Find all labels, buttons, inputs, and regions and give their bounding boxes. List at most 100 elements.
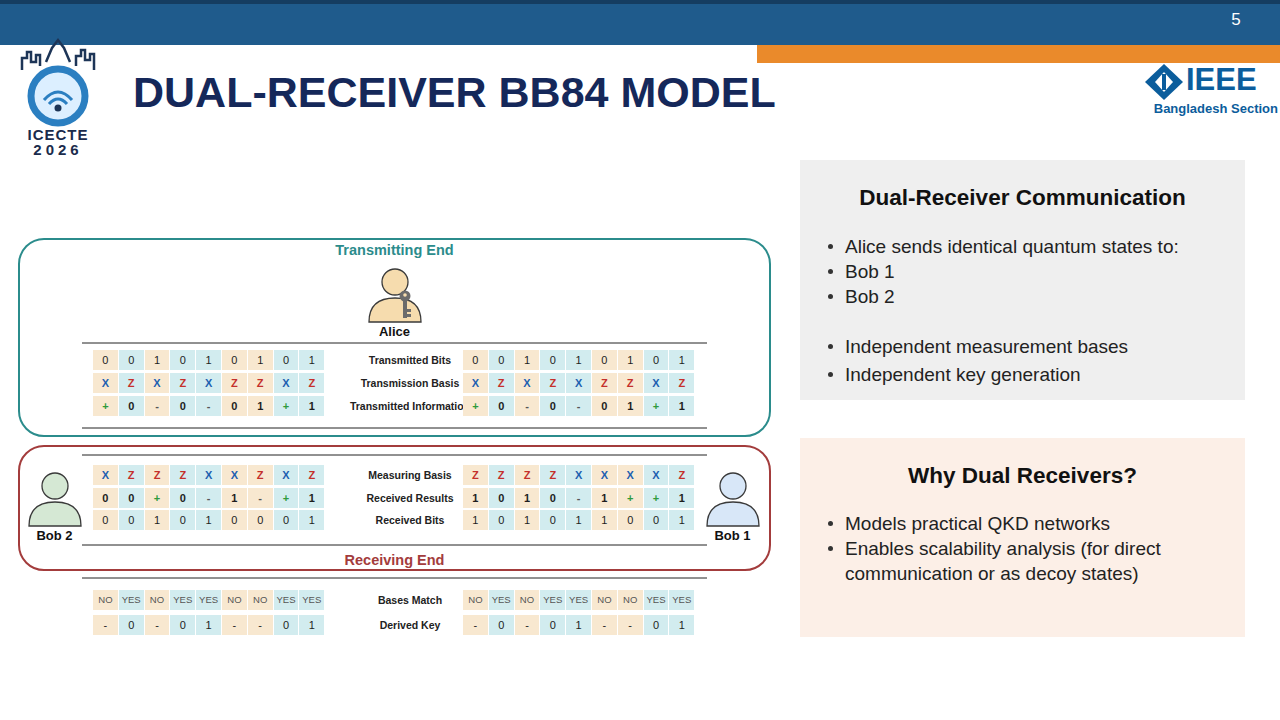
table-cell: Z <box>170 373 195 393</box>
table-cell: Z <box>222 373 247 393</box>
table-cell: 1 <box>463 488 488 508</box>
person-body <box>369 298 421 322</box>
table-cell: - <box>515 615 540 635</box>
bullet-dot <box>828 521 833 526</box>
bullet-dot <box>828 294 833 299</box>
table-cell: YES <box>489 590 514 610</box>
section-frame: Receiving EndBob 2Bob 1 <box>18 445 771 571</box>
table-cell: Z <box>299 465 324 485</box>
table-cell: X <box>463 373 488 393</box>
table-cell: Z <box>669 465 694 485</box>
table-cell: 1 <box>618 350 643 370</box>
logo-subtitle: Bangladesh Section <box>1128 101 1278 117</box>
table-cell: X <box>618 465 643 485</box>
table-cell: 1 <box>515 488 540 508</box>
table-cell: YES <box>644 590 669 610</box>
table-cell: NO <box>515 590 540 610</box>
table-cell: - <box>618 615 643 635</box>
bullet-dot <box>828 344 833 349</box>
person-figure: Alice <box>360 262 430 340</box>
logo-text: ICECTE <box>2 127 114 143</box>
table-cell: 1 <box>299 396 324 416</box>
key-tooth <box>407 309 411 312</box>
table-cell: 0 <box>248 510 273 530</box>
table-cell: 0 <box>170 350 195 370</box>
table-cell: 1 <box>669 350 694 370</box>
table-cell: - <box>463 615 488 635</box>
frame-label: Transmitting End <box>20 241 769 259</box>
table-cell: + <box>145 488 170 508</box>
key-tooth <box>407 314 411 317</box>
key-shaft <box>403 300 407 318</box>
table-cell: 0 <box>222 510 247 530</box>
person-head <box>720 473 746 499</box>
table-cell: Z <box>119 465 144 485</box>
table-cell: - <box>145 615 170 635</box>
table-cell: 0 <box>592 350 617 370</box>
table-cell: 0 <box>93 350 118 370</box>
slide-title: DUAL-RECEIVER BB84 MODEL <box>133 70 776 114</box>
table-cell: X <box>644 373 669 393</box>
table-cell: 1 <box>566 510 591 530</box>
header-edge <box>0 0 1280 4</box>
table-cell: NO <box>248 590 273 610</box>
table-cell: Z <box>299 373 324 393</box>
table-cell: 1 <box>299 510 324 530</box>
table-cell: 1 <box>145 510 170 530</box>
table-cell: 0 <box>463 350 488 370</box>
bullet-dot <box>828 546 833 551</box>
table-cell: 0 <box>540 396 565 416</box>
bullet-text: Models practical QKD networks <box>845 511 1205 536</box>
table-cell: 1 <box>222 488 247 508</box>
table-cell: - <box>93 615 118 635</box>
bullet-text: Bob 1 <box>845 259 1235 284</box>
table-cell: Z <box>540 373 565 393</box>
bullet-text: Alice sends identical quantum states to: <box>845 234 1235 259</box>
table-cell: 0 <box>170 488 195 508</box>
table-cell: 1 <box>145 350 170 370</box>
table-rules <box>82 343 707 578</box>
person-figure: Bob 2 <box>20 466 90 544</box>
table-cell: Z <box>618 373 643 393</box>
table-cell: 1 <box>669 510 694 530</box>
table-cell: 0 <box>119 350 144 370</box>
panel-heading: Dual-Receiver Communication <box>800 184 1245 211</box>
key-hole <box>403 293 407 297</box>
table-cell: 0 <box>274 615 299 635</box>
table-cell: 0 <box>222 350 247 370</box>
table-cell: 1 <box>515 350 540 370</box>
table-cell: - <box>515 396 540 416</box>
table-cell: 0 <box>540 510 565 530</box>
table-cell: X <box>93 373 118 393</box>
table-cell: 1 <box>248 350 273 370</box>
logo-tower <box>46 40 70 62</box>
table-cell: Z <box>540 465 565 485</box>
table-cell: 0 <box>644 350 669 370</box>
bullet-text: Bob 2 <box>845 284 1235 309</box>
table-cell: Z <box>489 465 514 485</box>
bullet-text: Enables scalability analysis (for direct… <box>845 536 1205 586</box>
table-cell: 1 <box>669 488 694 508</box>
table-cell: + <box>274 396 299 416</box>
table-cell: 1 <box>592 510 617 530</box>
logo-text: IEEE <box>1186 64 1280 96</box>
info-panel: Why Dual Receivers?Models practical QKD … <box>800 438 1245 637</box>
person-name: Bob 1 <box>688 528 778 544</box>
frame-label: Receiving End <box>20 551 769 569</box>
table-cell: 0 <box>119 615 144 635</box>
table-cell: X <box>515 373 540 393</box>
accent-bar <box>757 45 1280 63</box>
table-cell: Z <box>119 373 144 393</box>
table-cell: 0 <box>489 510 514 530</box>
table-cell: 1 <box>196 350 221 370</box>
table-cell: Z <box>145 465 170 485</box>
table-cell: + <box>618 488 643 508</box>
logo-skyline <box>76 50 94 70</box>
table-cell: 1 <box>592 488 617 508</box>
table-cell: X <box>145 373 170 393</box>
bullet-dot <box>828 244 833 249</box>
person-name: Bob 2 <box>10 528 100 544</box>
table-cell: YES <box>274 590 299 610</box>
bullet-text: Independent measurement bases <box>845 334 1235 359</box>
